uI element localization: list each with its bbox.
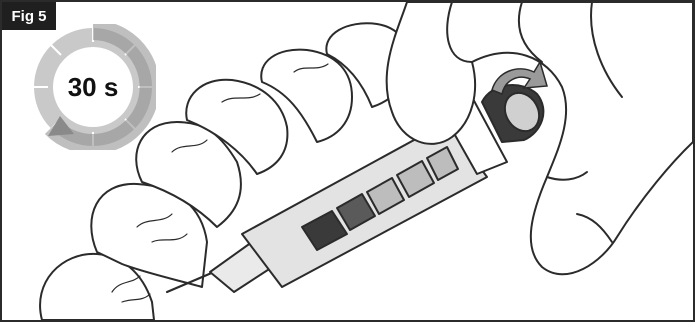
hand (387, 2, 693, 274)
timer-text: 30 s (30, 24, 156, 150)
figure-label-text: Fig 5 (11, 8, 46, 25)
figure-label: Fig 5 (2, 2, 56, 30)
stopwatch-icon: 30 s (30, 24, 156, 150)
